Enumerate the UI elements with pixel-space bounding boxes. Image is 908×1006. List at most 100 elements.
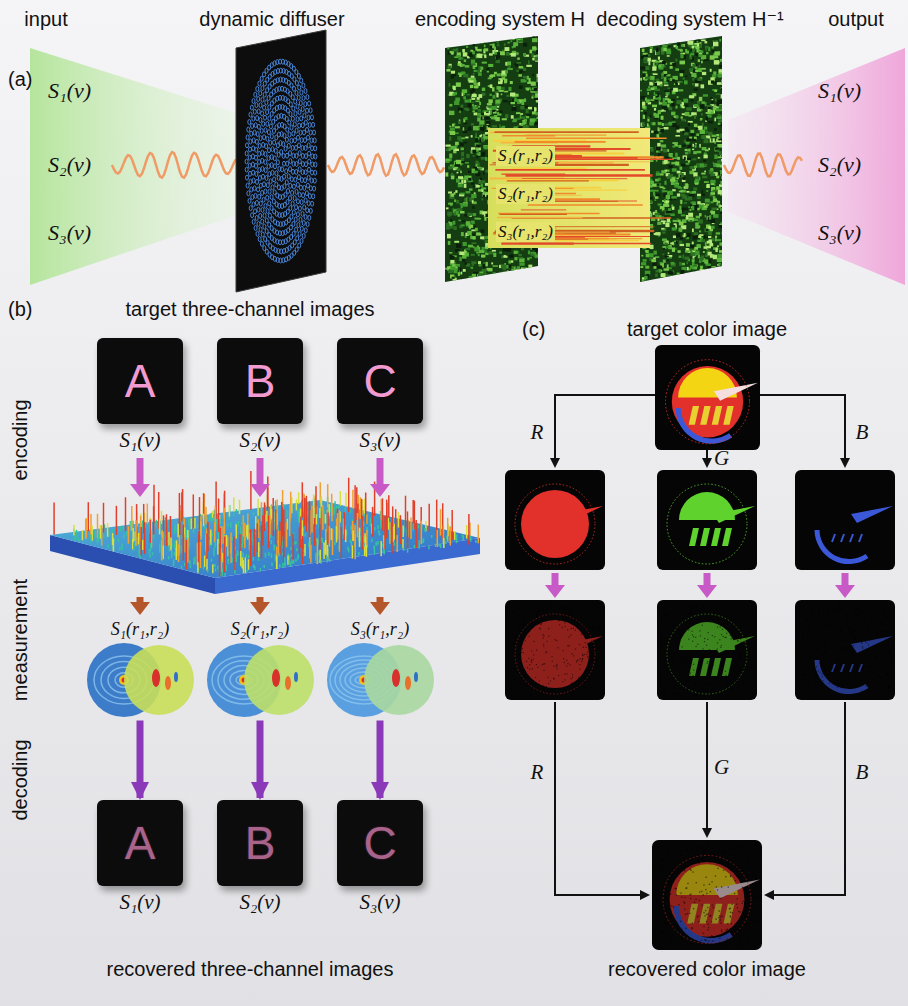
diffuser-pixel <box>287 189 290 194</box>
diffuser-pixel <box>255 147 258 152</box>
speckle-grain <box>468 171 471 173</box>
diffuser-pixel <box>311 170 314 175</box>
speckle-grain <box>536 100 539 102</box>
diffuser-pixel <box>308 101 311 106</box>
speckle-grain <box>478 154 480 156</box>
diffuser-pixel <box>255 200 258 205</box>
speckle-grain <box>488 99 492 103</box>
diffuser-pixel <box>284 146 287 151</box>
speckle-grain <box>495 117 499 121</box>
speckle-grain <box>716 248 718 252</box>
speckle-grain <box>489 53 493 55</box>
diffuser-pixel <box>264 237 267 242</box>
diffuser-pixel <box>313 186 316 191</box>
speckle-grain <box>716 232 720 234</box>
speckle-grain <box>472 200 474 203</box>
speckle-grain <box>700 267 702 269</box>
speckle-grain <box>512 107 517 111</box>
speckle-grain <box>492 125 497 127</box>
speckle-grain <box>703 94 708 96</box>
diffuser-pixel <box>307 135 310 140</box>
speckle-grain <box>507 270 509 274</box>
speckle-grain <box>697 201 700 204</box>
speckle-grain <box>704 235 706 238</box>
speckle-grain <box>502 100 507 102</box>
diffuser-pixel <box>312 194 315 199</box>
speckle-grain <box>448 37 452 39</box>
speckle-grain <box>510 81 513 84</box>
speckle-grain <box>658 57 660 60</box>
speckle-grain <box>520 106 524 109</box>
speckle-grain <box>447 45 449 49</box>
speckle-grain <box>484 55 486 58</box>
speckle-grain <box>464 184 467 188</box>
speckle-grain <box>472 242 477 244</box>
speckle-grain <box>458 251 460 254</box>
diffuser-pixel <box>255 103 258 108</box>
diffuser-pixel <box>263 182 266 187</box>
speckle-grain <box>654 92 656 95</box>
speckle-grain <box>461 58 463 60</box>
diffuser-pixel <box>294 217 297 222</box>
speckle-grain <box>455 264 460 267</box>
diffuser-pixel <box>268 148 271 153</box>
speckle-grain <box>494 47 496 51</box>
speckle-grain <box>468 178 471 181</box>
speckle-grain <box>484 55 486 57</box>
speckle-grain <box>493 110 495 112</box>
speckle-grain <box>681 120 686 122</box>
speckle-grain <box>700 274 704 276</box>
speckle-grain <box>457 172 459 174</box>
speckle-grain <box>488 126 491 128</box>
speckle-grain <box>644 279 646 281</box>
diffuser-pixel <box>294 99 297 104</box>
diffuser-pixel <box>283 202 286 207</box>
speckle-grain <box>472 206 474 209</box>
speckle-grain <box>532 280 534 284</box>
speckle-grain <box>471 267 474 269</box>
diffuser-pixel <box>248 163 251 168</box>
speckle-grain <box>532 119 535 121</box>
diffuser-pixel <box>312 122 315 127</box>
speckle-grain <box>496 41 499 44</box>
speckle-grain <box>716 271 719 274</box>
speckle-grain <box>461 279 467 282</box>
diffuser-pixel <box>303 205 306 210</box>
diffuser-pixel <box>298 110 301 115</box>
speckle-grain <box>486 262 488 266</box>
diffuser-pixel <box>268 201 271 206</box>
speckle-grain <box>677 96 679 98</box>
diffuser-pixel <box>300 178 303 183</box>
speckle-grain <box>691 133 695 135</box>
speckle-grain <box>465 248 470 250</box>
speckle-grain <box>492 95 495 99</box>
speckle-grain <box>468 103 472 107</box>
diffuser-pixel <box>254 209 257 214</box>
speckle-grain <box>698 59 700 62</box>
speckle-grain <box>481 152 486 156</box>
speckle-grain <box>493 265 498 267</box>
speckle-grain <box>650 224 653 228</box>
diffuser-pixel <box>255 215 258 220</box>
speckle-grain <box>476 156 478 158</box>
diffuser-pixel <box>252 146 255 151</box>
speckle-grain <box>459 252 464 256</box>
speckle-grain <box>473 236 476 239</box>
light-wave <box>328 154 444 176</box>
diffuser-pixel <box>249 179 252 184</box>
diffuser-pixel <box>271 217 274 222</box>
diffuser-pixel <box>314 170 317 175</box>
speckle-grain <box>480 139 484 143</box>
diffuser-pixel <box>290 138 293 143</box>
speckle-grain <box>454 212 456 216</box>
speckle-grain <box>654 190 659 192</box>
speckle-grain <box>471 64 476 66</box>
speckle-grain <box>474 86 478 89</box>
speckle-grain <box>484 191 486 194</box>
speckle-grain <box>461 224 464 226</box>
speckle-grain <box>461 105 464 108</box>
speckle-grain <box>465 65 469 68</box>
speckle-grain <box>537 117 539 119</box>
speckle-grain <box>532 38 538 42</box>
speckle-grain <box>447 234 451 239</box>
